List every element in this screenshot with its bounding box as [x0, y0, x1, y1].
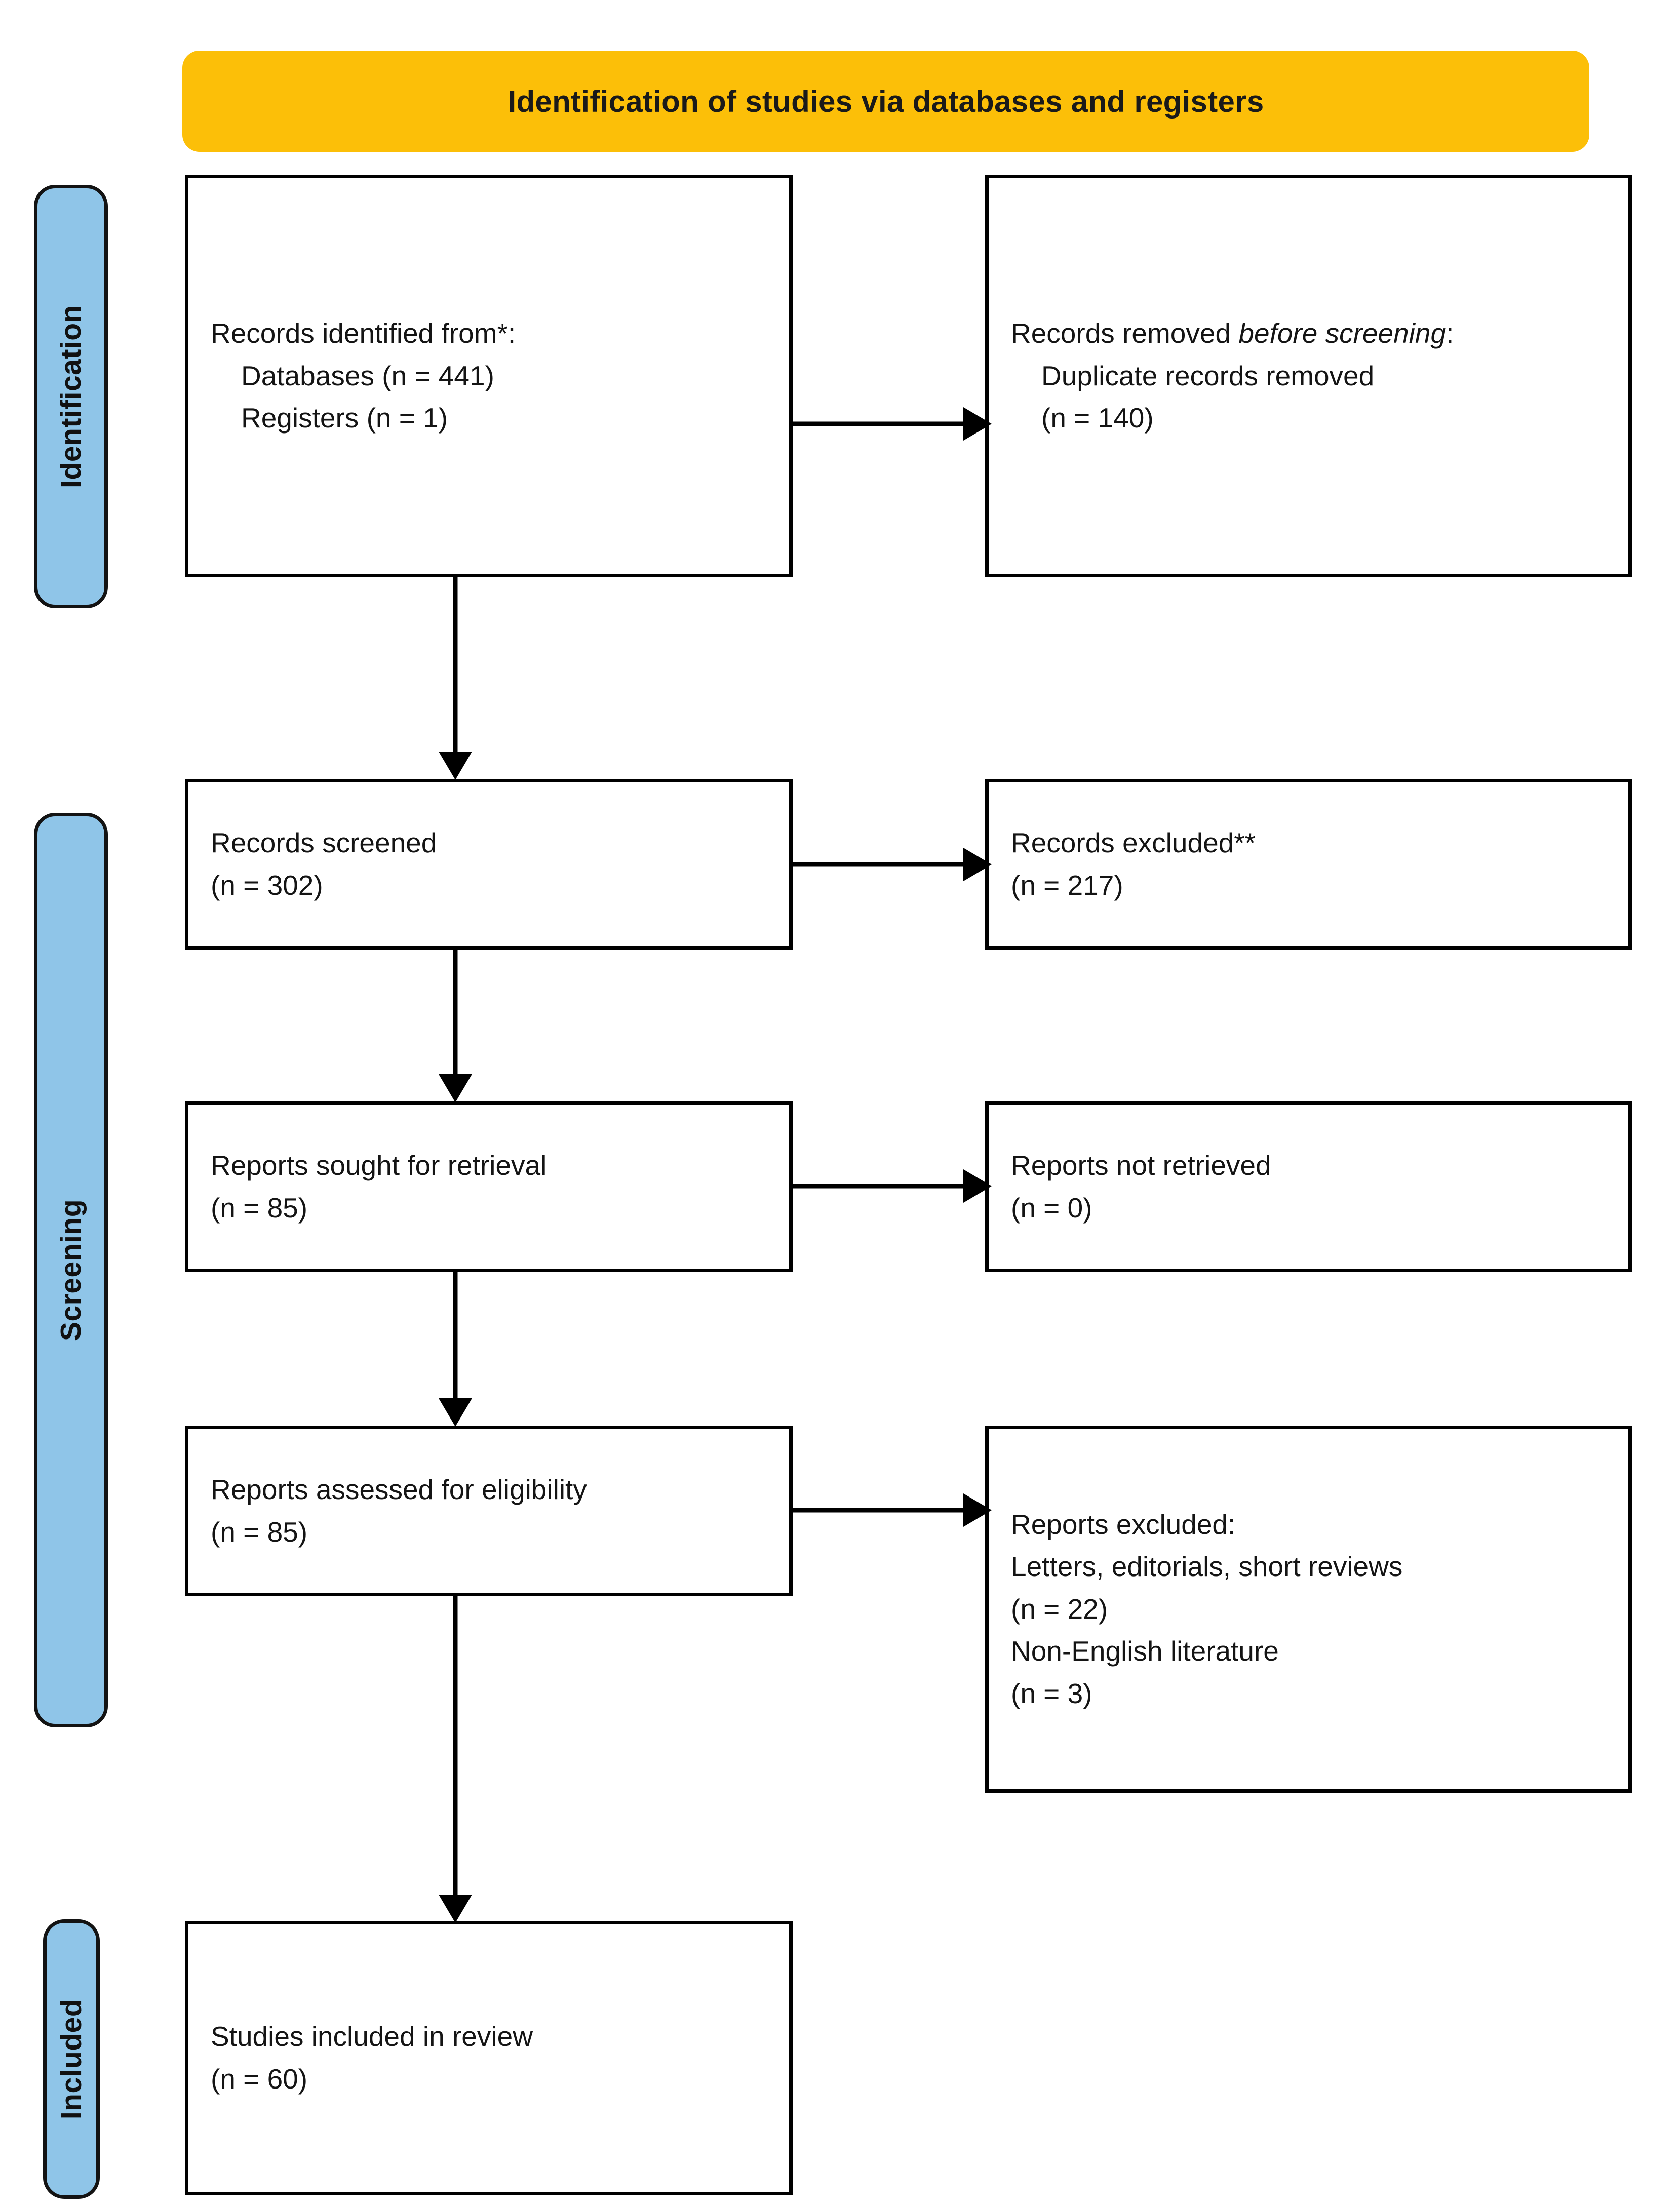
records-identified-registers: Registers (n = 1) — [241, 402, 448, 434]
stage-tab-included: Included — [43, 1919, 100, 2199]
records-excluded-count: (n = 217) — [1011, 869, 1123, 901]
reports-excluded-count-1: (n = 22) — [1011, 1593, 1108, 1625]
box-reports-excluded: Reports excluded: Letters, editorials, s… — [985, 1426, 1632, 1793]
box-reports-not-retrieved: Reports not retrieved (n = 0) — [985, 1101, 1632, 1272]
box-reports-sought: Reports sought for retrieval (n = 85) — [185, 1101, 793, 1272]
records-removed-heading-italic: before screening — [1238, 318, 1447, 349]
studies-included-count: (n = 60) — [211, 2063, 308, 2095]
stage-tab-screening-label: Screening — [55, 1199, 87, 1342]
records-screened-count: (n = 302) — [211, 869, 323, 901]
records-excluded-heading: Records excluded** — [1011, 826, 1256, 858]
reports-eligibility-heading: Reports assessed for eligibility — [211, 1473, 587, 1505]
box-records-identified: Records identified from*: Databases (n =… — [185, 175, 793, 577]
diagram-header-band: Identification of studies via databases … — [182, 51, 1589, 152]
box-studies-included: Studies included in review (n = 60) — [185, 1921, 793, 2195]
box-reports-assessed-eligibility: Reports assessed for eligibility (n = 85… — [185, 1426, 793, 1596]
reports-excluded-reason-1: Letters, editorials, short reviews — [1011, 1551, 1403, 1583]
records-identified-heading: Records identified from*: — [211, 318, 516, 349]
records-identified-databases: Databases (n = 441) — [241, 360, 494, 391]
arrow-identified-to-screened — [437, 577, 474, 780]
reports-excluded-count-2: (n = 3) — [1011, 1677, 1092, 1709]
reports-sought-count: (n = 85) — [211, 1192, 308, 1224]
records-removed-heading: Records removed before screening: — [1011, 312, 1606, 355]
reports-not-retrieved-heading: Reports not retrieved — [1011, 1149, 1271, 1181]
arrow-sought-to-eligibility — [437, 1272, 474, 1427]
arrow-eligibility-to-reports-excluded — [789, 1491, 992, 1529]
page-title: Identification of studies via databases … — [507, 84, 1264, 119]
reports-eligibility-count: (n = 85) — [211, 1516, 308, 1548]
stage-tab-screening: Screening — [34, 813, 108, 1727]
arrow-sought-to-not-retrieved — [789, 1167, 992, 1205]
arrow-identified-to-removed — [789, 405, 992, 443]
reports-excluded-reason-2: Non-English literature — [1011, 1635, 1279, 1667]
arrow-screened-to-excluded — [789, 846, 992, 883]
records-removed-count: (n = 140) — [1041, 402, 1154, 434]
arrow-screened-to-sought — [437, 950, 474, 1102]
records-screened-heading: Records screened — [211, 826, 437, 858]
studies-included-heading: Studies included in review — [211, 2021, 533, 2053]
reports-sought-heading: Reports sought for retrieval — [211, 1149, 547, 1181]
box-records-removed: Records removed before screening: Duplic… — [985, 175, 1632, 577]
reports-not-retrieved-count: (n = 0) — [1011, 1192, 1092, 1224]
records-removed-heading-suffix: : — [1446, 318, 1454, 349]
records-removed-heading-prefix: Records removed — [1011, 318, 1239, 349]
box-records-screened: Records screened (n = 302) — [185, 779, 793, 950]
arrow-eligibility-to-included — [437, 1596, 474, 1923]
box-records-excluded: Records excluded** (n = 217) — [985, 779, 1632, 950]
reports-excluded-heading: Reports excluded: — [1011, 1508, 1236, 1540]
stage-tab-identification: Identification — [34, 185, 108, 608]
stage-tab-included-label: Included — [55, 1998, 88, 2120]
records-removed-duplicates: Duplicate records removed — [1041, 360, 1375, 391]
stage-tab-identification-label: Identification — [55, 305, 88, 488]
